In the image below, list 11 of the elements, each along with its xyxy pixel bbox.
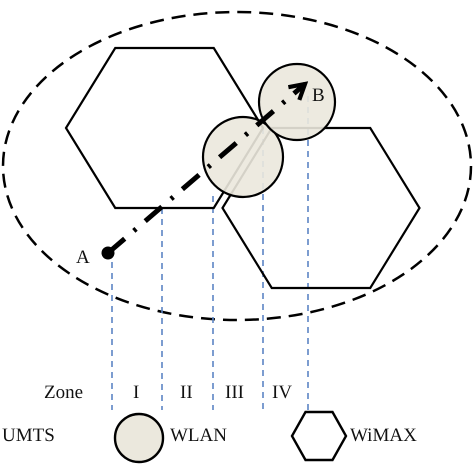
- legend-label: WiMAX: [350, 426, 417, 445]
- zone-number: III: [225, 383, 244, 402]
- movement-arrow: [102, 82, 308, 260]
- point-label: B: [312, 86, 325, 105]
- legend-label: UMTS: [2, 426, 55, 445]
- legend-label: WLAN: [170, 426, 227, 445]
- axis-title: Zone: [44, 383, 84, 402]
- point-label: A: [76, 248, 90, 267]
- zone-number: II: [180, 383, 193, 402]
- zone-number: I: [133, 383, 140, 402]
- zone-number: IV: [272, 383, 292, 402]
